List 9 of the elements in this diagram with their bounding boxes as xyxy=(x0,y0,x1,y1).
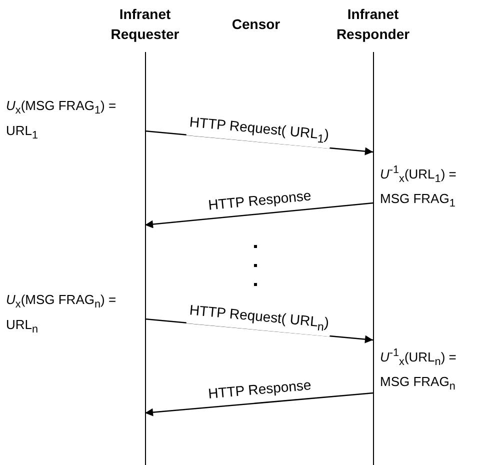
formula-note: U$_{x}$(MSG FRAG$_{1}$) = URL$_{1}$ xyxy=(6,97,118,144)
formula-note: U$^{-1}$$_{x}$(URL$_{n}$) = MSG FRAG$_{n}$ xyxy=(380,346,458,395)
message-arrow xyxy=(144,392,374,416)
formula-note: U$^{-1}$$_{x}$(URL$_{1}$) = MSG FRAG$_{1}$ xyxy=(380,163,458,212)
message-arrow xyxy=(144,202,374,228)
participant-label: Infranet Requester xyxy=(110,5,180,44)
participant-label: Infranet Responder xyxy=(335,5,411,44)
participant-label: Censor xyxy=(230,15,282,34)
formula-note: U$_{x}$(MSG FRAG$_{n}$) = URL$_{n}$ xyxy=(6,291,118,338)
